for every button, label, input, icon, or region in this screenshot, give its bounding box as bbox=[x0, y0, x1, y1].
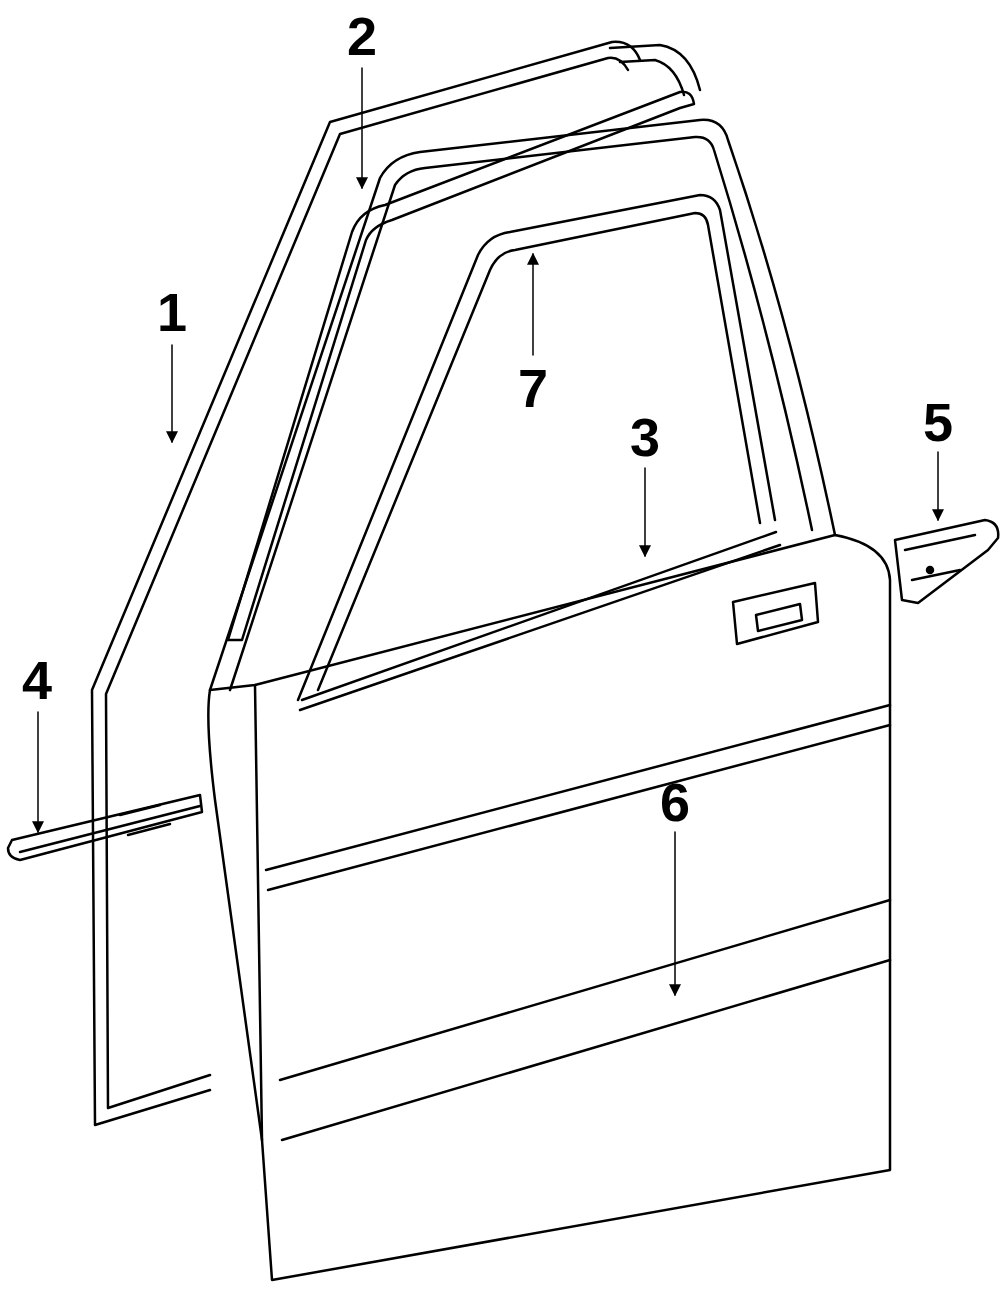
callout-number: 3 bbox=[630, 410, 660, 464]
leader-line bbox=[37, 712, 39, 832]
callout-number: 2 bbox=[347, 9, 377, 63]
leader-line bbox=[532, 254, 534, 355]
leader-line bbox=[171, 345, 173, 442]
leader-line bbox=[361, 68, 363, 188]
callout-number: 7 bbox=[518, 361, 548, 415]
callout-number: 1 bbox=[157, 285, 187, 339]
leader-line bbox=[937, 452, 939, 520]
callout-number: 4 bbox=[22, 653, 52, 707]
callout-number: 5 bbox=[923, 395, 953, 449]
callout-number: 6 bbox=[660, 775, 690, 829]
leader-line bbox=[674, 832, 676, 995]
leader-line bbox=[644, 468, 646, 556]
